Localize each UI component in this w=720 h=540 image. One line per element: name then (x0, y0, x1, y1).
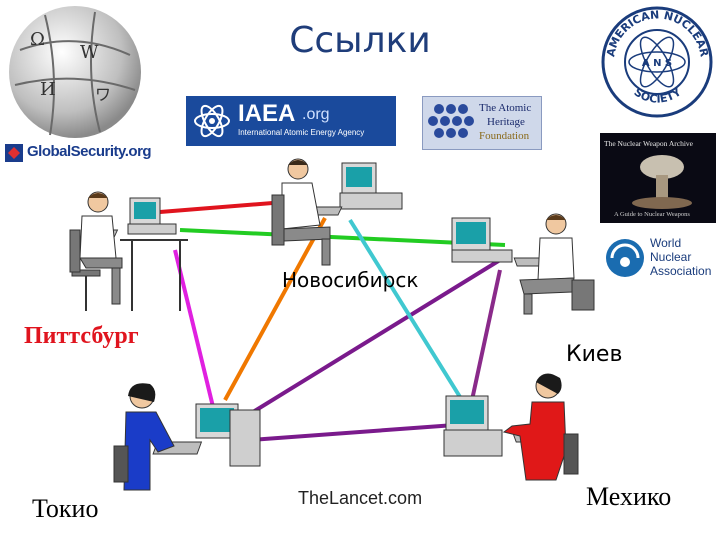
svg-text:И: И (40, 79, 56, 100)
link-tokyo-mexico (249, 423, 456, 442)
link-novosibirsk-mexico (348, 218, 467, 407)
city-label-novosibirsk: Новосибирск (282, 268, 419, 292)
city-label-pittsburgh: Питтсбург (24, 323, 139, 349)
page-title: Ссылки (289, 20, 431, 61)
atom-icon (194, 104, 230, 138)
atomic-heritage-logo[interactable]: The Atomic Heritage Foundation (422, 96, 542, 150)
novosibirsk-workstation-icon (271, 158, 403, 266)
link-pittsburgh-kiev (179, 228, 506, 247)
ans-seal-logo[interactable]: AMERICAN NUCLEAR SOCIETY A N S (600, 6, 715, 118)
nuclear-weapon-archive-logo[interactable]: The Nuclear Weapon Archive A Guide to Nu… (600, 133, 716, 223)
lancet-logo[interactable]: TheLancet.com (298, 488, 423, 508)
svg-text:SOCIETY: SOCIETY (632, 85, 685, 106)
hexagon-molecule-icon (428, 104, 474, 138)
tokyo-workstation-icon (113, 383, 261, 491)
mushroom-cloud-icon (632, 155, 692, 209)
globalsecurity-logo[interactable]: GlobalSecurity.org (4, 142, 164, 164)
link-pittsburgh-tokyo (173, 249, 217, 416)
wna-globe-icon (606, 239, 644, 277)
world-nuclear-association-logo[interactable]: World Nuclear Association (602, 234, 718, 282)
ans-center-label: A N S (642, 58, 672, 69)
city-label-kiev: Киев (566, 342, 623, 367)
mexico-workstation-icon (443, 373, 579, 481)
globalsecurity-shield-icon (5, 144, 23, 162)
iaea-logo[interactable]: IAEA .org International Atomic Energy Ag… (186, 96, 396, 146)
kiev-workstation-icon (451, 213, 595, 315)
svg-text:Ω: Ω (30, 29, 45, 50)
city-label-tokyo: Токио (32, 494, 99, 523)
svg-text:ワ: ワ (95, 85, 111, 104)
city-label-mexico: Мехико (586, 482, 672, 511)
wikipedia-globe-icon[interactable]: Ω W И ワ (0, 0, 150, 140)
pittsburgh-workstation-icon (69, 191, 188, 311)
svg-text:W: W (80, 42, 99, 63)
link-kiev-mexico (470, 269, 502, 401)
link-novosibirsk-tokyo (223, 217, 327, 401)
link-kiev-tokyo (238, 258, 502, 422)
